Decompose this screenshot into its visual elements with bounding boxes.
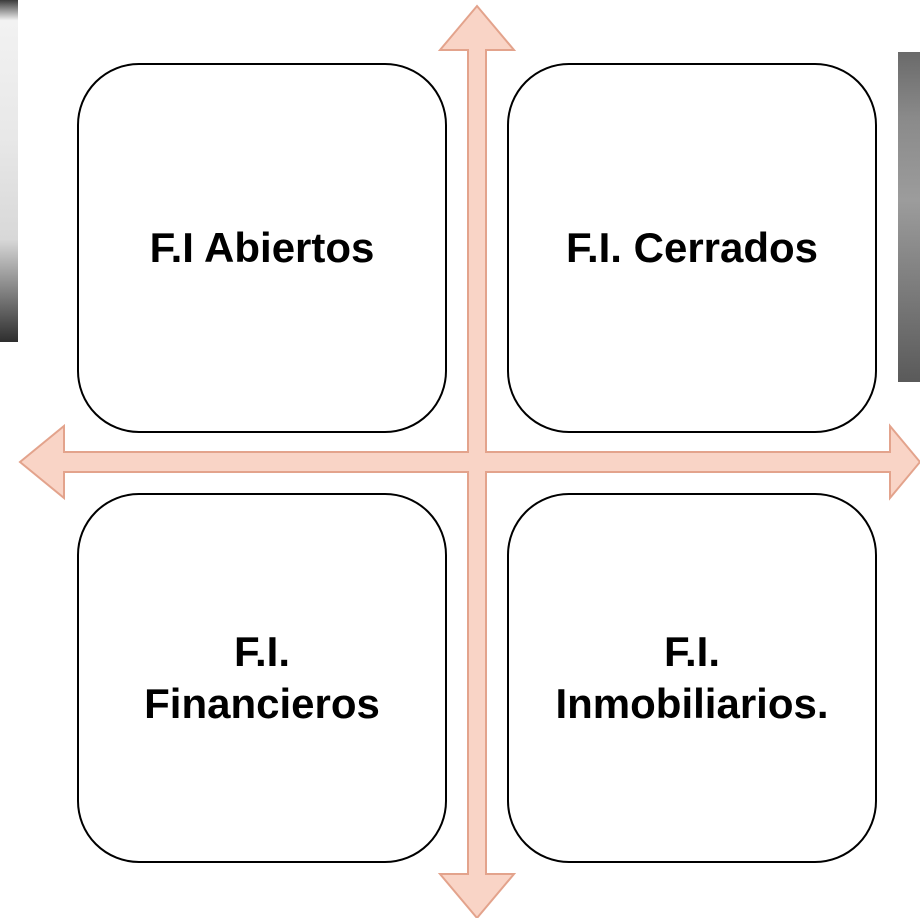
quadrant-top-right: F.I. Cerrados [507,63,877,433]
quadrant-label-financial-funds: F.I. Financieros [144,628,380,727]
quadrant-bottom-right: F.I. Inmobiliarios. [507,493,877,863]
background-photo-right [898,52,920,382]
quadrant-bottom-left: F.I. Financieros [77,493,447,863]
quadrant-top-left: F.I Abiertos [77,63,447,433]
four-way-arrow-icon [18,4,920,918]
quadrant-label-open-funds: F.I Abiertos [149,224,375,271]
quadrant-label-real-estate-funds: F.I. Inmobiliarios. [555,628,829,727]
quadrant-label-closed-funds: F.I. Cerrados [565,224,819,271]
background-photo-left [0,0,18,342]
